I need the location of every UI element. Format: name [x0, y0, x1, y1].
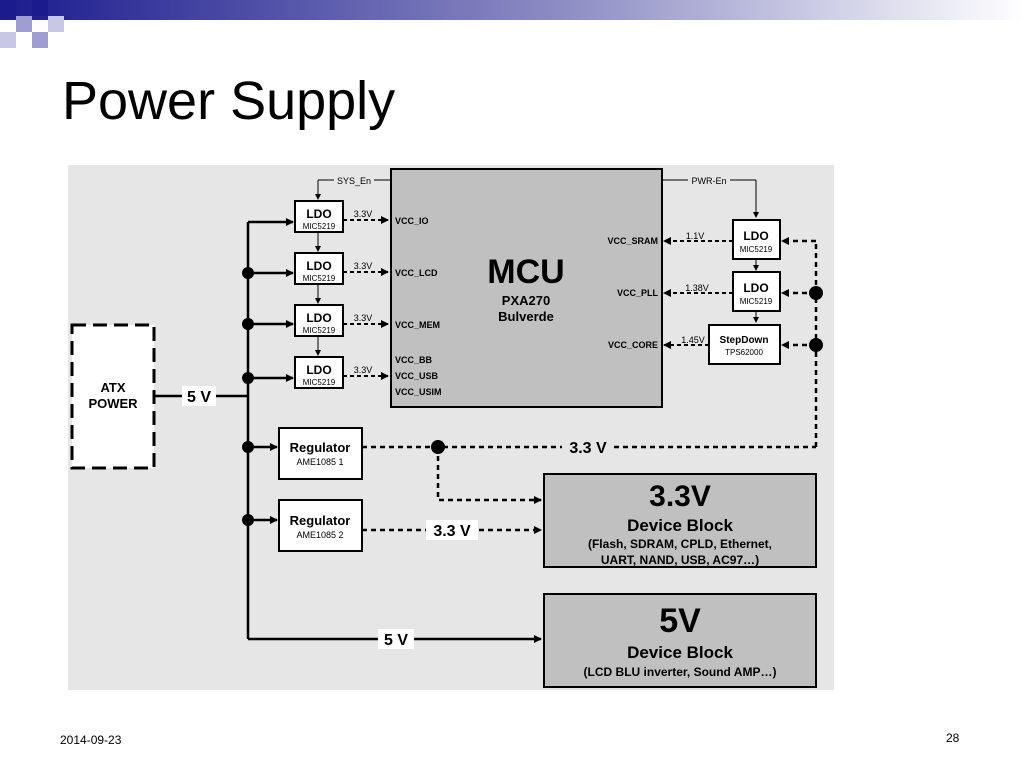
stepdown-core-name: StepDown [720, 335, 769, 346]
mcu-pin-vcc-pll: VCC_PLL [617, 288, 659, 298]
pwr-en-label-bg [688, 174, 730, 186]
junction-dot [242, 318, 254, 330]
ldo-lcd-part: MIC5219 [303, 274, 336, 283]
junction-dot [242, 372, 254, 384]
page-number: 28 [946, 731, 960, 745]
ldo-pll-part: MIC5219 [740, 297, 773, 306]
ldo-bb-box [294, 356, 344, 389]
ldo-pll-voltage: 1.38V [685, 283, 709, 293]
atx-power-box [70, 323, 156, 470]
ldo-bb-voltage: 3.3V [354, 365, 373, 375]
ldo-mem-box [294, 304, 344, 337]
device-block-3v3 [543, 473, 817, 568]
junction-dot [809, 338, 823, 352]
ldo-mem-name: LDO [306, 311, 331, 325]
atx-output-label-bg [182, 386, 216, 406]
junction-dot [242, 441, 254, 453]
regulator-2-name: Regulator [290, 513, 351, 528]
ldo-sram-part: MIC5219 [740, 245, 773, 254]
mcu-pin-vcc-core: VCC_CORE [608, 340, 658, 350]
atx-output-label: 5 V [187, 389, 211, 406]
device-block-3v3-line2: UART, NAND, USB, AC97…) [601, 553, 759, 567]
regulator-1-box [278, 427, 363, 480]
mcu-box [390, 168, 663, 408]
header-decoration [0, 0, 1024, 48]
ldo-mem-voltage: 3.3V [354, 313, 373, 323]
ldo-bb-part: MIC5219 [303, 378, 336, 387]
pwr-en-label: PWR-En [691, 176, 726, 186]
power-supply-diagram: ATX POWER 5 V 5 V SYS_En LDO MIC5219 LDO… [68, 165, 834, 690]
ldo-io-voltage: 3.3V [354, 209, 373, 219]
junction-dot [242, 514, 254, 526]
ldo-io-part: MIC5219 [303, 222, 336, 231]
ldo-bb-name: LDO [306, 363, 331, 377]
regulator-2-output-label-bg [426, 520, 478, 540]
ldo-sram-voltage: 1.1V [686, 231, 705, 241]
mcu-pin-vcc-mem: VCC_MEM [395, 320, 440, 330]
slide-title: Power Supply [62, 71, 396, 131]
junction-dot [809, 286, 823, 300]
mcu-pin-vcc-io: VCC_IO [395, 216, 429, 226]
mcu-pin-vcc-usb: VCC_USB [395, 371, 439, 381]
device-block-3v3-line1: (Flash, SDRAM, CPLD, Ethernet, [588, 537, 772, 551]
ldo-pll-box [732, 271, 781, 312]
mcu-pin-vcc-bb: VCC_BB [395, 355, 433, 365]
ldo-lcd-name: LDO [306, 259, 331, 273]
ldo-lcd-box [294, 252, 344, 285]
device-block-5v-subtitle: Device Block [627, 643, 733, 662]
device-block-5v-line1: (LCD BLU inverter, Sound AMP…) [584, 665, 777, 679]
bottom-rail-label: 5 V [384, 632, 408, 649]
sys-en-label-bg [334, 174, 374, 186]
ldo-sram-name: LDO [743, 229, 768, 243]
regulator-1-name: Regulator [290, 440, 351, 455]
ldo-io-name: LDO [306, 207, 331, 221]
ldo-io-box [294, 200, 344, 233]
mcu-pin-vcc-sram: VCC_SRAM [607, 236, 658, 246]
regulator-2-part: AME1085 2 [296, 530, 343, 540]
mcu-title: MCU [487, 253, 564, 291]
regulator-1-part: AME1085 1 [296, 457, 343, 467]
mcu-codename: Bulverde [498, 309, 554, 324]
device-block-3v3-subtitle: Device Block [627, 516, 733, 535]
regulator-1-output-label-bg [562, 437, 614, 457]
device-block-5v [543, 593, 817, 688]
mcu-pin-vcc-lcd: VCC_LCD [395, 268, 438, 278]
regulator-2-box [278, 499, 363, 552]
slide-date: 2014-09-23 [60, 733, 122, 747]
ldo-sram-box [732, 219, 781, 260]
sys-en-label: SYS_En [337, 176, 371, 186]
atx-label-line1: ATX [100, 380, 125, 395]
regulator-1-output-label: 3.3 V [569, 440, 607, 457]
regulator-2-output-label: 3.3 V [433, 523, 471, 540]
junction-dot [242, 267, 254, 279]
stepdown-core-box [708, 324, 781, 365]
device-block-3v3-title: 3.3V [649, 480, 711, 513]
bottom-rail-label-bg [378, 629, 414, 649]
mcu-pin-vcc-usim: VCC_USIM [395, 387, 442, 397]
device-block-5v-title: 5V [659, 602, 701, 640]
regulator-1-to-3v3-block [436, 447, 542, 504]
stepdown-core-part: TPS62000 [725, 348, 763, 357]
mcu-model: PXA270 [502, 293, 550, 308]
ldo-pll-name: LDO [743, 281, 768, 295]
ldo-mem-part: MIC5219 [303, 326, 336, 335]
ldo-lcd-voltage: 3.3V [354, 261, 373, 271]
stepdown-core-voltage: 1.45V [681, 335, 705, 345]
atx-label-line2: POWER [88, 396, 138, 411]
